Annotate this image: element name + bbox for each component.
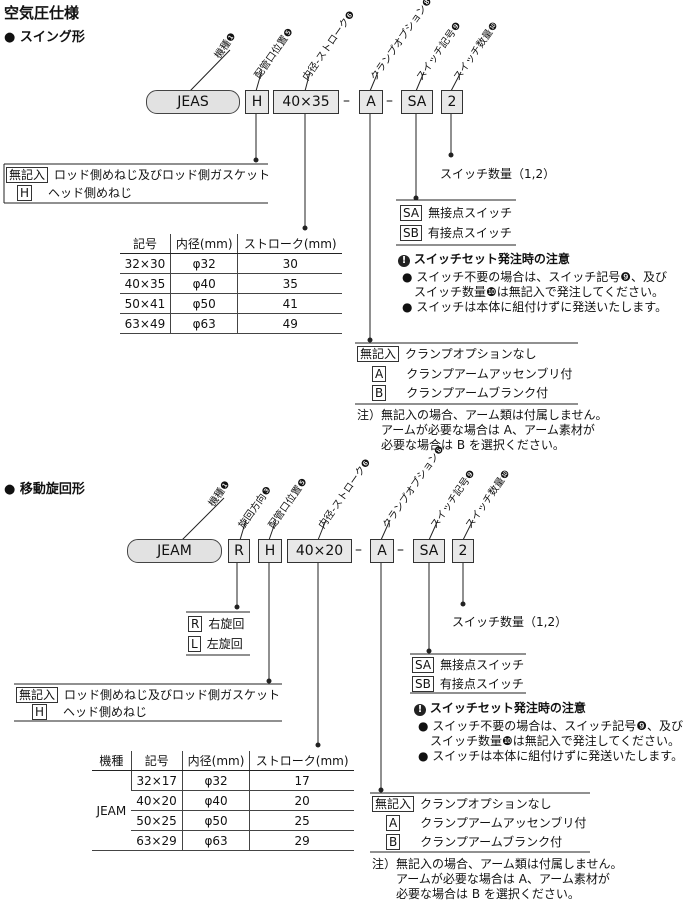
switch-code-box: SA (413, 539, 445, 563)
bore-stroke-code-box: 40×20 (287, 539, 352, 563)
port-option-none: 無記入ロッド側めねじ及びロッド側ガスケット (16, 687, 280, 704)
port-option-none: 無記入ロッド側めねじ及びロッド側ガスケット (6, 167, 270, 184)
clamp-option-none: 無記入クランプオプションなし (372, 796, 552, 813)
caution-title: ! スイッチセット発注時の注意 (414, 701, 586, 716)
warning-icon: ! (398, 255, 410, 267)
caution-line: スイッチ数量❿は無記入で発注してください。 (414, 285, 665, 299)
note-line: 注）無記入の場合、アーム類は付属しません。 (357, 408, 608, 422)
caution-line: ● スイッチ不要の場合は、スイッチ記号❾、及び (402, 270, 668, 284)
bore-stroke-code-box: 40×35 (273, 90, 339, 114)
caution-line: スイッチ数量❿は無記入で発注してください。 (430, 734, 681, 748)
note-line: 必要な場合は B を選択ください。 (381, 438, 565, 452)
warning-icon: ! (414, 704, 426, 716)
section-swing-title: ● スイング形 (4, 30, 85, 45)
clamp-code-box: A (359, 90, 383, 114)
clamp-code-box: A (370, 539, 394, 563)
switch-code-box: SA (401, 90, 433, 114)
switch-qty-text: スイッチ数量（1,2） (440, 167, 556, 181)
caution-line: ● スイッチ不要の場合は、スイッチ記号❾、及び (418, 719, 684, 733)
note-line: 必要な場合は B を選択ください。 (396, 887, 580, 901)
note-line: 注）無記入の場合、アーム類は付属しません。 (372, 857, 623, 871)
clamp-option-none: 無記入クランプオプションなし (357, 346, 537, 363)
page-title: 空気圧仕様 (4, 4, 80, 22)
note-line: アームが必要な場合は A、アーム素材が (396, 872, 610, 886)
switch-qty-text: スイッチ数量（1,2） (452, 615, 568, 629)
note-line: アームが必要な場合は A、アーム素材が (381, 423, 595, 437)
model-code-pill: JEAM (127, 539, 222, 563)
dir-code-box: R (228, 539, 250, 563)
switch-qty-box: 2 (441, 90, 463, 114)
caution-line: ● スイッチは本体に組付けずに発送いたします。 (418, 749, 684, 763)
model-code-pill: JEAS (146, 90, 240, 114)
port-code-box: H (258, 539, 282, 563)
caution-line: ● スイッチは本体に組付けずに発送いたします。 (402, 300, 668, 314)
caution-title: ! スイッチセット発注時の注意 (398, 252, 570, 267)
switch-qty-box: 2 (452, 539, 474, 563)
port-code-box: H (245, 90, 269, 114)
section-moving-title: ● 移動旋回形 (4, 482, 85, 497)
